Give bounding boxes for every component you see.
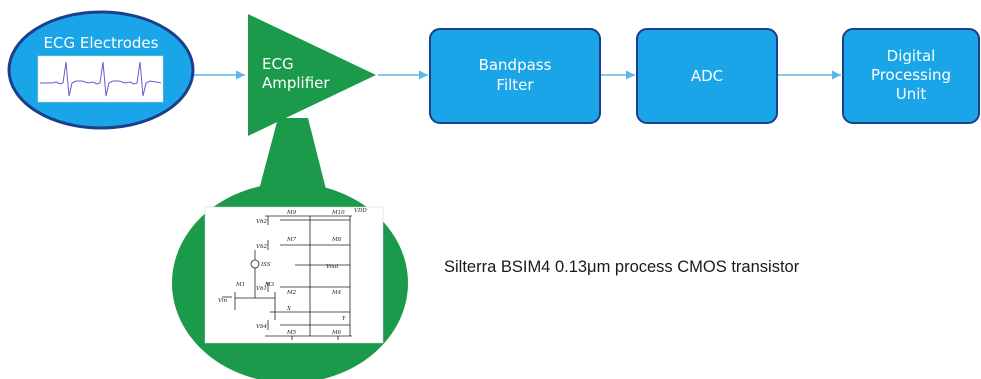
schematic-label: M6 (331, 330, 342, 336)
ecg-amplifier-block: ECG Amplifier (248, 14, 376, 136)
schematic-label: Vout (326, 264, 339, 270)
schematic-label: M3 (264, 282, 275, 288)
bandpass-filter-block: Bandpass Filter (429, 28, 601, 124)
ecg-electrodes-label: ECG Electrodes (44, 34, 159, 52)
adc-block: ADC (636, 28, 778, 124)
amplifier-label-line2: Amplifier (262, 74, 330, 92)
schematic-label: M9 (286, 210, 297, 216)
schematic-label: Vin (218, 298, 228, 304)
bandpass-label-line2: Filter (496, 76, 534, 94)
schematic-label: M10 (331, 210, 345, 216)
schematic-label: Vb2 (256, 244, 267, 250)
bandpass-label-line1: Bandpass (479, 56, 552, 74)
schematic-label: ISS (260, 262, 271, 268)
process-note: Silterra BSIM4 0.13μm process CMOS trans… (444, 258, 800, 276)
schematic-label: Y (342, 316, 347, 322)
ecg-electrodes-block: ECG Electrodes (7, 10, 195, 130)
schematic-label: M7 (286, 237, 297, 243)
amplifier-schematic: VDD Vb2 Vb2 Vb1 Vb4 Vout ISS Vin M9 M10 … (204, 206, 384, 344)
amplifier-label-line1: ECG (262, 55, 294, 73)
schematic-label: Vb2 (256, 219, 267, 225)
adc-label: ADC (691, 67, 723, 85)
schematic-label: M1 (235, 282, 245, 288)
ecg-waveform-icon (40, 61, 162, 97)
dsp-label-line2: Processing (871, 66, 951, 84)
schematic-label: Vb4 (256, 324, 267, 330)
schematic-label: M2 (286, 290, 297, 296)
schematic-label: M8 (331, 237, 342, 243)
digital-processing-unit-block: Digital Processing Unit (842, 28, 980, 124)
schematic-label: VDD (354, 208, 367, 214)
dsp-label-line3: Unit (896, 85, 927, 103)
schematic-label: X (286, 306, 292, 312)
schematic-label: Vb1 (256, 286, 267, 292)
schematic-label: M5 (286, 330, 297, 336)
dsp-label-line1: Digital (887, 47, 936, 65)
schematic-label: M4 (331, 290, 342, 296)
